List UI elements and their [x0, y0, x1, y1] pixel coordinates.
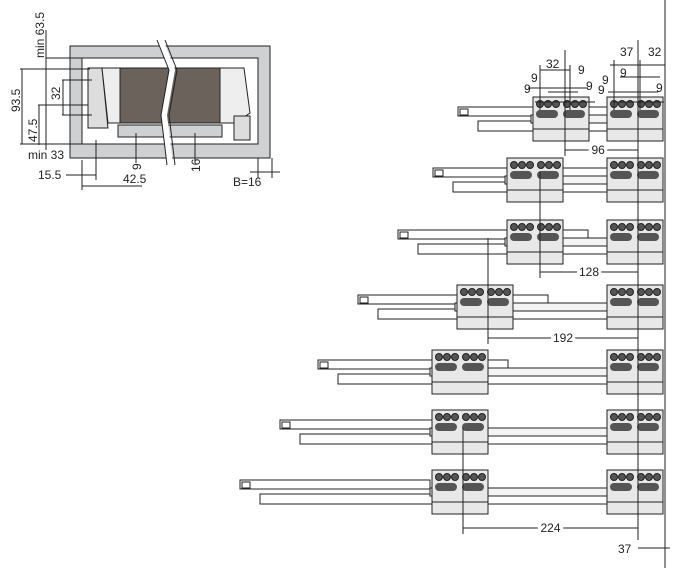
dim-front-9: 9 — [524, 82, 531, 96]
right-runner-profile — [233, 115, 251, 141]
dim-rear-offset-37: 37 — [618, 542, 632, 556]
section-labels: min 63.5 93.5 32 47.5 min 33 15.5 42.5 9… — [9, 12, 262, 189]
left-runner-profile — [87, 67, 109, 129]
dim-rear-9: 9 — [598, 83, 605, 97]
drawer-runner — [397, 219, 664, 265]
dim-32: 32 — [49, 86, 63, 100]
dim-front-32: 32 — [546, 57, 560, 71]
drawer-runner — [457, 96, 664, 142]
dim-9: 9 — [130, 163, 144, 170]
drawer-runner — [279, 409, 664, 455]
mounting-bracket — [606, 284, 664, 330]
dim-93-5: 93.5 — [9, 88, 23, 112]
top-dimension-labels: 32 9 9 9 9 37 32 9 9 9 9 — [524, 45, 663, 97]
mounting-bracket — [606, 157, 664, 203]
spacing-label-192: 192 — [553, 331, 573, 345]
mounting-bracket — [506, 157, 564, 203]
dim-15-5: 15.5 — [38, 168, 62, 182]
drawer-runner — [317, 349, 664, 395]
drawer-runner — [357, 284, 664, 330]
mounting-bracket — [431, 349, 489, 395]
spacing-label-96: 96 — [592, 143, 606, 157]
spacing-label-128: 128 — [579, 265, 599, 279]
spacing-label-224: 224 — [541, 521, 561, 535]
break-lines — [156, 39, 178, 166]
mounting-bracket — [431, 409, 489, 455]
dim-rear-9: 9 — [620, 66, 627, 80]
mounting-bracket — [606, 349, 664, 395]
dim-front-9: 9 — [578, 63, 585, 77]
dimension-lines-bottom — [66, 133, 280, 190]
drawer-side-left — [101, 67, 121, 124]
runner-list — [239, 96, 664, 515]
mounting-bracket — [606, 96, 664, 142]
dim-b-16: B=16 — [233, 175, 262, 189]
dim-front-9: 9 — [586, 79, 593, 93]
dim-min-33: min 33 — [28, 148, 64, 162]
dimension-lines-left — [20, 30, 92, 150]
dim-42-5: 42.5 — [123, 172, 147, 186]
dim-rear-37: 37 — [620, 45, 634, 59]
spacing-dimensions: 96 128 192 224 — [462, 40, 639, 540]
drawer-section-view — [20, 30, 280, 190]
mounting-bracket — [456, 284, 514, 330]
dim-47-5: 47.5 — [26, 118, 40, 142]
dim-min-63-5: min 63.5 — [33, 12, 47, 58]
dim-rear-32: 32 — [648, 45, 662, 59]
drawer-runner — [239, 469, 664, 515]
mounting-bracket — [606, 469, 664, 515]
drawer-runner — [432, 157, 664, 203]
drawer-side-right — [219, 67, 251, 124]
dim-rear-9: 9 — [656, 81, 663, 95]
mounting-bracket — [532, 96, 590, 142]
mounting-bracket — [431, 469, 489, 515]
break-gap — [157, 38, 176, 166]
dim-16: 16 — [189, 158, 203, 172]
dim-front-9: 9 — [531, 71, 538, 85]
mounting-bracket — [606, 219, 664, 265]
dim-rear-9: 9 — [602, 73, 609, 87]
mounting-bracket — [606, 409, 664, 455]
mounting-bracket — [506, 219, 564, 265]
